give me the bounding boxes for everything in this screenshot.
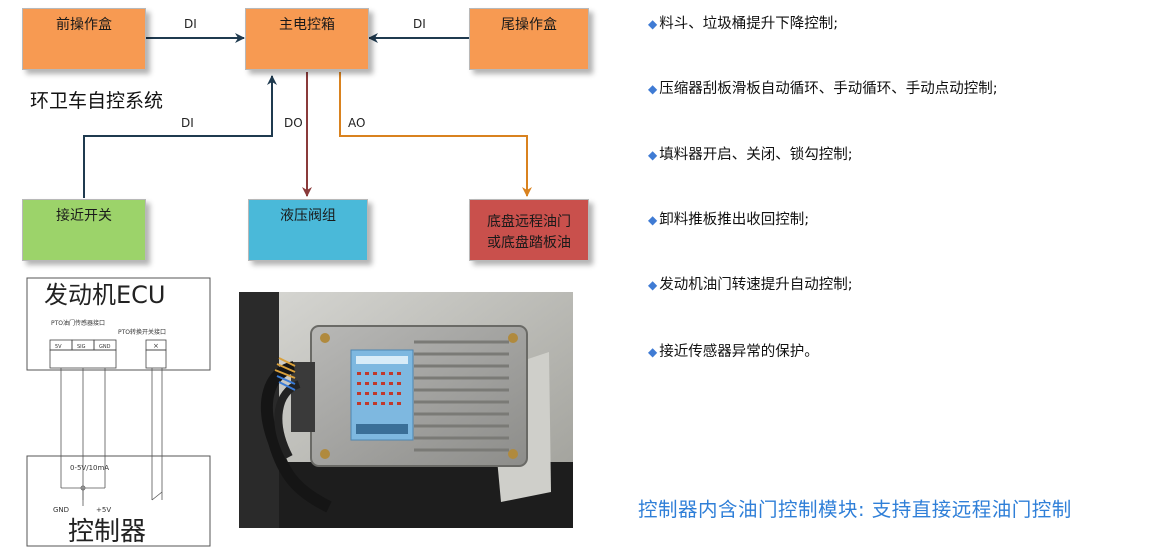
arrow-switch-to-main: [83, 75, 277, 198]
pto-sensor-port: PTO油门传感器接口: [51, 319, 105, 327]
ecu-frame: [26, 277, 211, 371]
pin-sig: SIG: [77, 344, 86, 350]
feature-item: ◆卸料推板推出收回控制;: [648, 208, 809, 229]
front-control-box-label: 前操作盒: [56, 17, 112, 33]
feature-item: ◆接近传感器异常的保护。: [648, 340, 819, 361]
plus5v-label: +5V: [96, 506, 111, 514]
feature-item: ◆填料器开启、关闭、锁勾控制;: [648, 143, 853, 164]
diamond-bullet-icon: ◆: [648, 82, 658, 96]
diamond-bullet-icon: ◆: [648, 17, 658, 31]
edge-label-front-di: DI: [184, 17, 197, 31]
feature-text: 发动机油门转速提升自动控制;: [659, 277, 853, 293]
main-control-box-label: 主电控箱: [279, 17, 335, 33]
diamond-bullet-icon: ◆: [648, 213, 658, 227]
diamond-bullet-icon: ◆: [648, 278, 658, 292]
main-control-box: 主电控箱: [245, 8, 369, 70]
feature-text: 料斗、垃圾桶提升下降控制;: [659, 16, 839, 32]
tagline: 控制器内含油门控制模块: 支持直接远程油门控制: [638, 498, 1072, 521]
arrow-main-to-throttle: [339, 72, 532, 197]
pin-5v: 5V: [55, 344, 62, 350]
diamond-bullet-icon: ◆: [648, 345, 658, 359]
diagram-connectors: [83, 33, 532, 198]
hydraulic-valve-box: 液压阀组: [248, 199, 368, 261]
diagram-title: 环卫车自控系统: [30, 90, 164, 112]
feature-text: 填料器开启、关闭、锁勾控制;: [659, 147, 853, 163]
pin-gnd: GND: [99, 344, 111, 350]
hydraulic-valve-label: 液压阀组: [280, 208, 336, 224]
throttle-label-line1: 底盘远程油门: [487, 214, 571, 230]
diamond-bullet-icon: ◆: [648, 148, 658, 162]
feature-text: 压缩器刮板滑板自动循环、手动循环、手动点动控制;: [659, 81, 998, 97]
throttle-box: 底盘远程油门 或底盘踏板油: [469, 199, 589, 261]
proximity-switch-label: 接近开关: [56, 208, 112, 224]
front-control-box: 前操作盒: [22, 8, 146, 70]
edge-label-switch-di: DI: [181, 116, 194, 130]
wiring-schematic: 发动机ECU PTO油门传感器接口 PTO转换开关接口 5V SIG GND ×…: [26, 277, 211, 547]
gnd-label: GND: [53, 506, 69, 514]
rear-control-box: 尾操作盒: [469, 8, 589, 70]
proximity-switch-box: 接近开关: [22, 199, 146, 261]
edge-label-throttle-ao: AO: [348, 116, 366, 130]
edge-label-rear-di: DI: [413, 17, 426, 31]
controller-photo: [239, 292, 573, 528]
rear-control-box-label: 尾操作盒: [501, 17, 557, 33]
feature-item: ◆压缩器刮板滑板自动循环、手动循环、手动点动控制;: [648, 77, 998, 98]
feature-item: ◆发动机油门转速提升自动控制;: [648, 273, 853, 294]
switch-pin-x: ×: [153, 342, 159, 350]
feature-item: ◆料斗、垃圾桶提升下降控制;: [648, 12, 838, 33]
feature-text: 卸料推板推出收回控制;: [659, 212, 810, 228]
pto-switch-port: PTO转换开关接口: [118, 328, 166, 336]
ecu-title: 发动机ECU: [44, 281, 166, 309]
controller-frame: [26, 455, 211, 547]
feature-text: 接近传感器异常的保护。: [659, 344, 819, 360]
controller-title: 控制器: [68, 517, 146, 547]
signal-range: 0-5V/10mA: [70, 464, 109, 472]
throttle-label-line2: 或底盘踏板油: [487, 235, 571, 251]
device-case: [310, 325, 528, 467]
edge-label-valve-do: DO: [284, 116, 303, 130]
